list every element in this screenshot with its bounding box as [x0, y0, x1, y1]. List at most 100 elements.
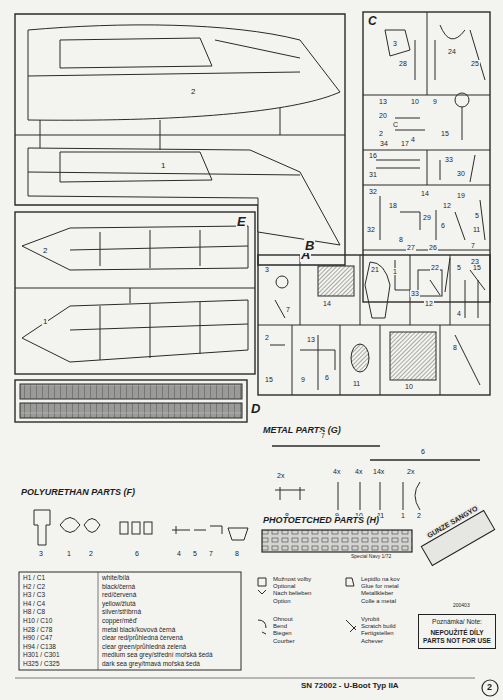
table-cell: dark sea grey/tmavá mořská šedá [101, 661, 201, 668]
table-cell: H301 / C301 [22, 652, 61, 659]
table-cell: metal black/kovová černá [101, 627, 176, 634]
callout-number: 3 [392, 40, 398, 47]
section-heading: METAL PARTS (G) [262, 426, 342, 435]
table-cell: silver/stříbrná [101, 609, 142, 616]
table-cell: clear green/průhledná zelená [101, 644, 187, 651]
callout-number: 6 [134, 550, 140, 557]
table-cell: H2 / C2 [22, 584, 46, 591]
callout-number: 4 [410, 136, 416, 143]
callout-number: 15 [264, 376, 274, 383]
callout-number: 33 [410, 290, 420, 297]
callout-number: 8 [452, 344, 458, 351]
table-cell: clear red/průhledná červená [101, 635, 184, 642]
callout-number: 2 [88, 550, 94, 557]
deck-part [20, 384, 242, 399]
sprue-frame [15, 380, 247, 422]
callout-number: 5 [456, 264, 462, 271]
sprue-frame [363, 12, 490, 302]
callout-number: 1 [392, 268, 398, 275]
note-box: Poznámka/ Note:NEPOUŽITÉ DÍLY PARTS NOT … [418, 614, 496, 649]
callout-number: 2 [378, 130, 384, 137]
callout-number: 15 [440, 130, 450, 137]
callout-number: 1 [400, 512, 406, 519]
callout-number: 1 [42, 318, 48, 326]
legend-text: Nach belieben [272, 590, 312, 596]
callout-number: 2 [264, 334, 270, 341]
callout-number: 27 [406, 244, 416, 251]
callout-number: 7 [320, 432, 326, 439]
callout-number: 2 [42, 247, 48, 255]
callout-number: 7 [470, 242, 476, 249]
callout-number: 2x [406, 468, 415, 475]
callout-number: 5 [192, 550, 198, 557]
sprue-frame [15, 212, 255, 374]
callout-number: 12 [424, 300, 434, 307]
legend-text: Biegen [272, 630, 293, 636]
callout-number: 31 [368, 171, 378, 178]
color-table [19, 572, 241, 670]
small-print: 200403 [452, 603, 471, 608]
callout-number: 9 [300, 376, 306, 383]
callout-number: 13 [306, 336, 316, 343]
callout-number: 1 [160, 162, 166, 170]
table-cell: yellow/žlutá [101, 601, 137, 608]
callout-number: 9 [432, 98, 438, 105]
legend-text: Fertigstellen [360, 630, 395, 636]
callout-number: 8 [398, 236, 404, 243]
callout-number: 3 [264, 266, 270, 273]
panel-part [390, 332, 436, 380]
callout-number: 11 [472, 226, 481, 233]
callout-number: 18 [388, 202, 398, 209]
photoetch-fret [262, 530, 412, 552]
legend-text: Metallkleber [360, 590, 394, 596]
callout-number: 28 [398, 60, 408, 67]
callout-number: 22 [430, 264, 440, 271]
hull-half [22, 226, 248, 270]
callout-number: 16 [368, 152, 378, 159]
sprue-frame [258, 255, 490, 395]
table-cell: black/černá [101, 584, 136, 591]
section-heading: PHOTOETCHED PARTS (H) [262, 516, 380, 525]
callout-number: 34 [379, 140, 389, 147]
callout-number: 1 [66, 550, 72, 557]
note-text: NEPOUŽITÉ DÍLY PARTS NOT FOR USE [423, 629, 491, 645]
table-cell: copper/měď [101, 618, 138, 625]
legend-text: Glue for metal [360, 583, 400, 589]
callout-number: 30 [456, 170, 466, 177]
callout-number: 4 [176, 550, 182, 557]
legend-text: Vyrobit [360, 616, 380, 622]
table-cell: medium sea grey/střední mořská šedá [101, 652, 214, 659]
callout-number: 6 [324, 374, 330, 381]
deck-part [20, 403, 242, 418]
table-cell: H94 / C138 [22, 644, 57, 651]
legend-text: Bend [272, 623, 288, 629]
table-cell: H3 / C3 [22, 592, 46, 599]
legend-text: Scratch build [360, 623, 397, 629]
small-print: Special Navy 1/72 [350, 554, 392, 559]
callout-number: 12 [442, 202, 452, 209]
callout-number: 32 [366, 226, 376, 233]
table-cell: red/červená [101, 592, 137, 599]
table-cell: H4 / C4 [22, 601, 46, 608]
table-cell: H90 / C47 [22, 635, 53, 642]
legend-text: Optional [272, 583, 296, 589]
callout-number: 29 [422, 214, 432, 221]
legend-text: Ohnout [272, 616, 294, 622]
callout-number: 2 [416, 512, 422, 519]
legend-text: Option [272, 598, 292, 604]
callout-number: 26 [428, 244, 438, 251]
legend-text: Colle a metal [360, 598, 397, 604]
callout-number: 20 [378, 112, 388, 119]
sprue-letter: D [250, 402, 261, 416]
callout-number: 33 [444, 156, 454, 163]
callout-number: 19 [456, 192, 466, 199]
callout-number: 7 [285, 306, 291, 313]
callout-number: 2 [190, 88, 196, 96]
callout-number: 6 [420, 448, 426, 455]
panel-part [318, 266, 354, 296]
callout-number: 14 [322, 300, 332, 307]
callout-number: 17 [400, 140, 410, 147]
table-cell: H10 / C10 [22, 618, 53, 625]
